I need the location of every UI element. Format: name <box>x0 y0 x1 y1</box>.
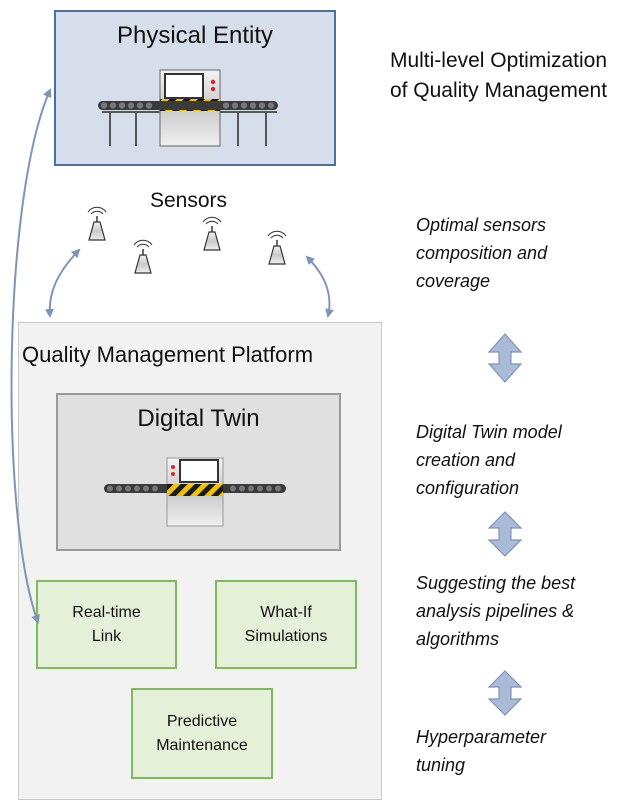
module-label-line1: Predictive <box>166 712 238 730</box>
module-what-if-simulations: What-If Simulations <box>215 580 357 669</box>
module-label-line1: What-If <box>260 603 312 621</box>
module-label-line1: Real-time <box>72 603 141 621</box>
optimization-title: Multi-level Optimization of Quality Mana… <box>366 46 631 106</box>
module-real-time-link: Real-time Link <box>36 580 177 669</box>
platform-title: Quality Management Platform <box>22 342 314 367</box>
sensor-icon <box>87 206 107 241</box>
level-line: tuning <box>416 755 466 775</box>
sensors-label: Sensors <box>150 189 228 212</box>
level-line: creation and <box>416 450 516 470</box>
digital-twin-title: Digital Twin <box>137 405 260 432</box>
level-line: composition and <box>416 243 548 263</box>
double-arrow-icon <box>487 333 523 383</box>
level-sensors: Optimal sensors composition and coverage <box>416 211 547 295</box>
module-label-line2: Maintenance <box>156 736 248 754</box>
level-hyperparameter: Hyperparameter tuning <box>416 723 546 779</box>
level-line: Optimal sensors <box>416 215 547 235</box>
double-arrow-icon <box>487 670 523 716</box>
level-pipelines: Suggesting the best analysis pipelines &… <box>416 569 575 653</box>
real-time-link-arrow <box>10 88 52 624</box>
conveyor-machine-icon <box>98 69 278 147</box>
double-arrow-icon <box>487 511 523 557</box>
module-label-line2: Simulations <box>244 627 328 645</box>
level-line: Digital Twin model <box>416 422 562 442</box>
sensor-platform-arrow-left <box>44 248 81 318</box>
sensor-platform-arrow-right <box>305 255 334 318</box>
level-line: Hyperparameter <box>416 727 547 747</box>
physical-entity-title: Physical Entity <box>116 22 274 49</box>
conveyor-machine-icon <box>104 457 286 527</box>
module-label-line2: Link <box>91 627 122 645</box>
optimization-title-line2: of Quality Management <box>389 79 608 102</box>
sensor-icon <box>202 216 222 251</box>
level-line: analysis pipelines & <box>416 601 575 621</box>
optimization-title-line1: Multi-level Optimization <box>389 49 608 72</box>
level-line: coverage <box>416 271 491 291</box>
level-line: configuration <box>416 478 520 498</box>
sensor-icon <box>133 239 153 274</box>
level-digital-twin: Digital Twin model creation and configur… <box>416 418 562 502</box>
sensor-icon <box>267 230 287 265</box>
module-predictive-maintenance: Predictive Maintenance <box>131 688 273 779</box>
level-line: algorithms <box>416 629 500 649</box>
level-line: Suggesting the best <box>416 573 576 593</box>
